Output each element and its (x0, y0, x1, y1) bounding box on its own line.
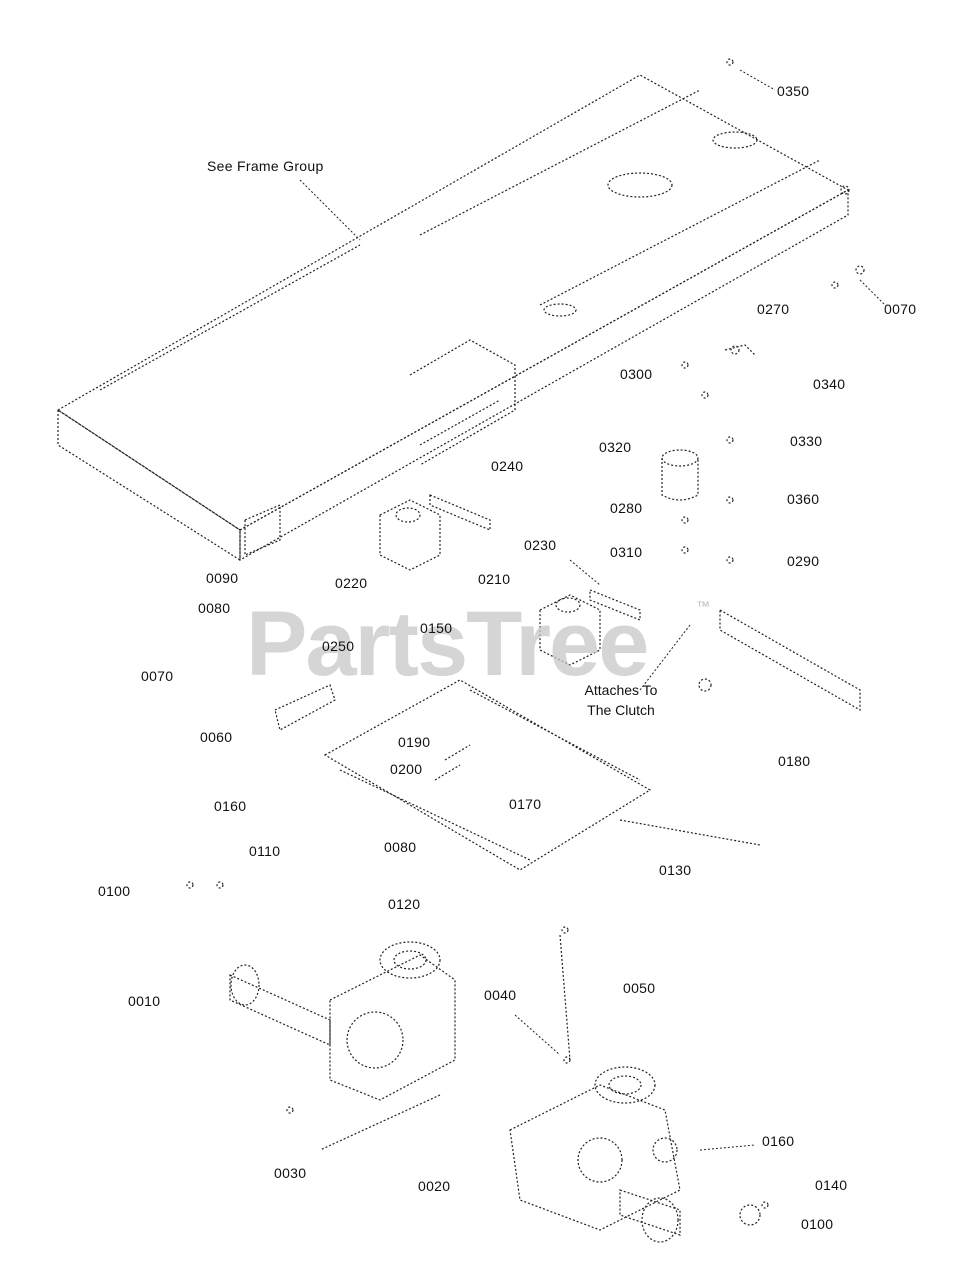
callout-0270: 0270 (757, 301, 790, 317)
callout-0320: 0320 (599, 439, 632, 455)
callout-0040: 0040 (484, 987, 517, 1003)
callout-0120: 0120 (388, 896, 421, 912)
callout-0220: 0220 (335, 575, 368, 591)
callout-0290: 0290 (787, 553, 820, 569)
callout-0020: 0020 (418, 1178, 451, 1194)
left-transaxle (186, 881, 456, 1151)
callout-0150: 0150 (420, 620, 453, 636)
callout-0350: 0350 (777, 83, 810, 99)
note-attaches-to-clutch: Attaches To The Clutch (575, 680, 667, 720)
callout-see-frame-group: See Frame Group (207, 158, 324, 174)
callout-0140: 0140 (815, 1177, 848, 1193)
callout-0210: 0210 (478, 571, 511, 587)
callout-0360: 0360 (787, 491, 820, 507)
callout-0280: 0280 (610, 500, 643, 516)
callout-0070: 0070 (884, 301, 917, 317)
callout-0100: 0100 (801, 1216, 834, 1232)
callout-0330: 0330 (790, 433, 823, 449)
callout-0060: 0060 (200, 729, 233, 745)
note-line-2: The Clutch (587, 702, 655, 718)
callout-0130: 0130 (659, 862, 692, 878)
callout-0010: 0010 (128, 993, 161, 1009)
callout-0250: 0250 (322, 638, 355, 654)
linkage-hardware (661, 58, 865, 712)
callout-0030: 0030 (274, 1165, 307, 1181)
callout-0070: 0070 (141, 668, 174, 684)
callout-0110: 0110 (249, 843, 281, 859)
callout-0080: 0080 (384, 839, 417, 855)
callout-0200: 0200 (390, 761, 423, 777)
watermark-trademark: ™ (696, 598, 710, 614)
callout-0080: 0080 (198, 600, 231, 616)
note-line-1: Attaches To (584, 682, 658, 698)
callout-0310: 0310 (610, 544, 643, 560)
callout-0100: 0100 (98, 883, 131, 899)
watermark-logo: PartsTree (246, 593, 649, 695)
pump-brackets (274, 494, 641, 731)
right-transaxle (509, 926, 769, 1243)
callout-0090: 0090 (206, 570, 239, 586)
callout-0160: 0160 (214, 798, 247, 814)
callout-0340: 0340 (813, 376, 846, 392)
callout-0300: 0300 (620, 366, 653, 382)
lower-frame (323, 679, 761, 871)
frame-drawing (56, 74, 850, 562)
callout-0230: 0230 (524, 537, 557, 553)
callout-0240: 0240 (491, 458, 524, 474)
callout-0190: 0190 (398, 734, 431, 750)
callout-0050: 0050 (623, 980, 656, 996)
callout-0160: 0160 (762, 1133, 795, 1149)
leader-lines (299, 69, 886, 1151)
callout-0180: 0180 (778, 753, 811, 769)
callout-0170: 0170 (509, 796, 542, 812)
